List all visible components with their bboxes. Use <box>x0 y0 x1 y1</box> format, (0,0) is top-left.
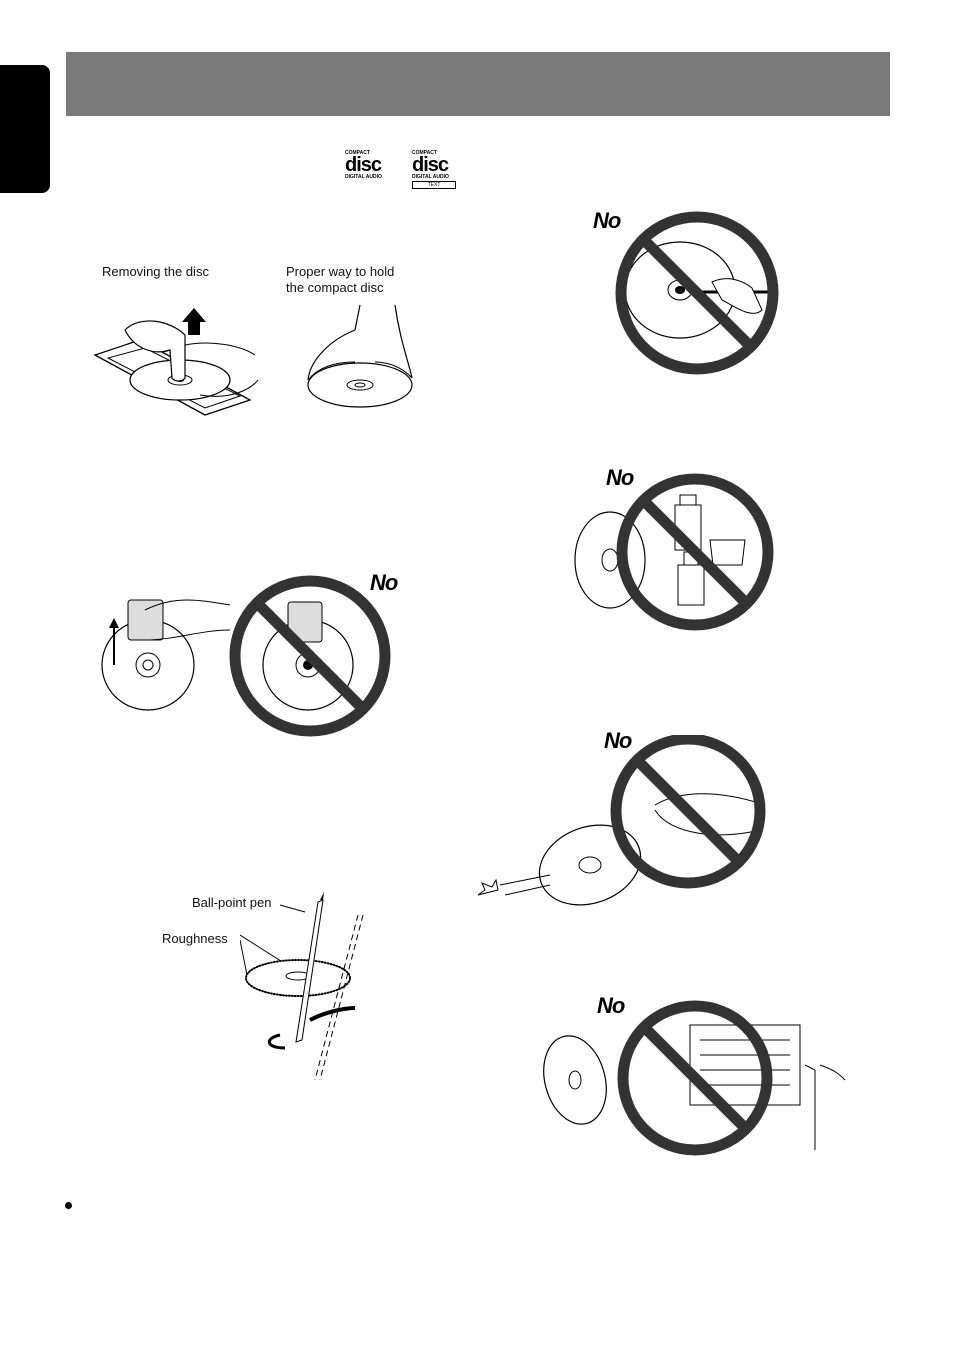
section-header-band <box>66 52 890 116</box>
side-tab <box>0 65 50 193</box>
logo-bottom-text: DIGITAL AUDIO <box>412 174 456 180</box>
removing-disc-caption: Removing the disc <box>102 264 209 280</box>
proper-hold-caption-line2: the compact disc <box>286 280 384 296</box>
logo-text-badge: TEXT <box>412 181 456 189</box>
bullet-point <box>65 1202 72 1209</box>
compact-disc-logo: COMPACT disc DIGITAL AUDIO <box>345 150 389 190</box>
no-chemicals-illustration <box>570 470 780 635</box>
removing-disc-illustration <box>90 300 265 420</box>
proper-hold-caption-line1: Proper way to hold <box>286 264 394 280</box>
compact-disc-text-logo: COMPACT disc DIGITAL AUDIO TEXT <box>412 150 456 190</box>
no-heat-illustration <box>540 995 855 1160</box>
roughness-label: Roughness <box>162 931 228 947</box>
up-arrow-icon <box>109 618 119 628</box>
logo-bottom-text: DIGITAL AUDIO <box>345 174 389 180</box>
logo-word: disc <box>345 156 389 174</box>
logo-word: disc <box>412 156 456 174</box>
no-pencil-illustration <box>612 210 792 380</box>
no-throw-illustration <box>470 735 775 920</box>
prohibition-sign-icon <box>616 739 760 883</box>
proper-hold-illustration <box>300 300 420 415</box>
up-arrow-icon <box>182 308 206 335</box>
pen-check-illustration <box>240 890 380 1085</box>
wiping-illustration <box>100 570 400 740</box>
